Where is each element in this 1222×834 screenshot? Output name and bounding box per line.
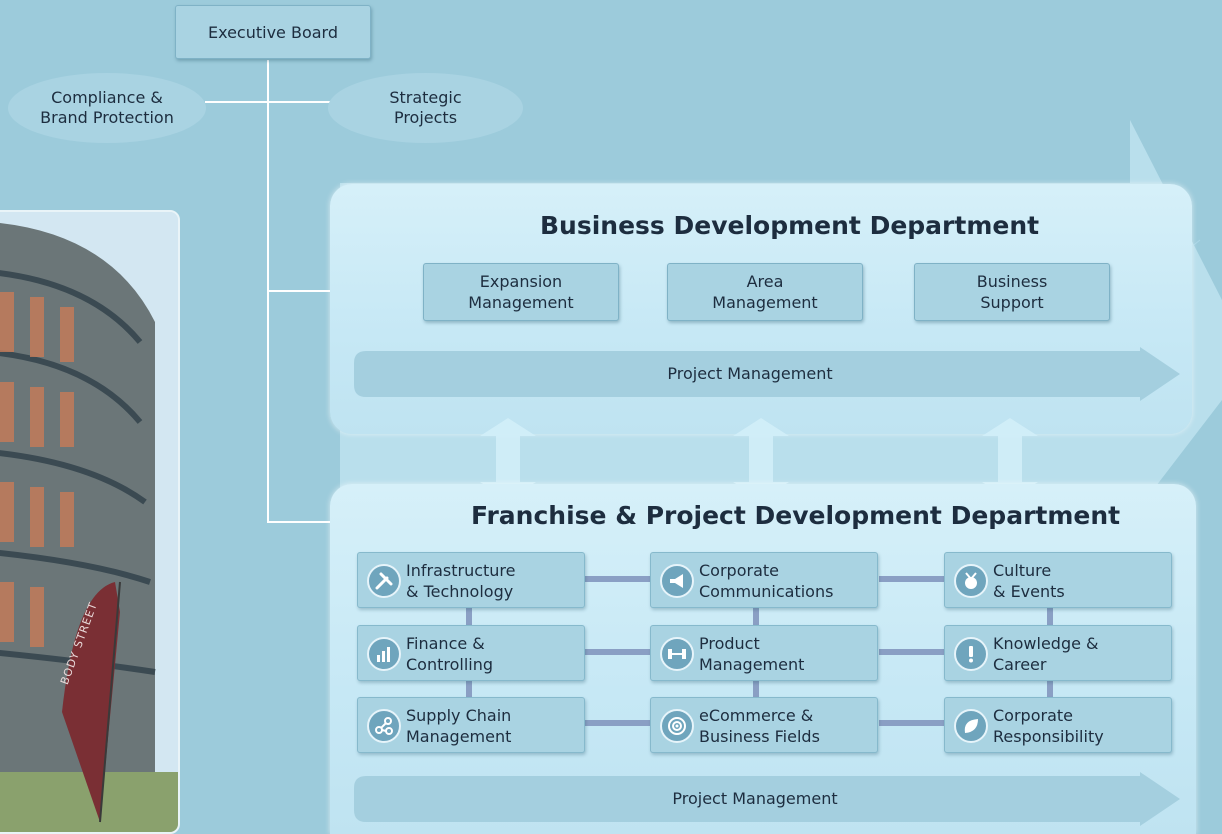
strategic-line-1: Strategic [389, 88, 462, 107]
unit-infrastructure-technology: Infrastructure& Technology [357, 552, 585, 608]
bdd-unit-label: Management [712, 293, 818, 312]
target-icon [660, 709, 694, 743]
unit-finance-controlling: Finance &Controlling [357, 625, 585, 681]
bdd-unit-label: Management [468, 293, 574, 312]
grid-connector [753, 606, 759, 626]
grid-connector [753, 679, 759, 699]
grid-connector [585, 576, 651, 582]
bdd-unit-label: Business [976, 272, 1048, 291]
bdd-unit-label: Expansion [479, 272, 563, 291]
bdd-project-management-label: Project Management [667, 364, 833, 383]
dept-link-arrows [480, 418, 1038, 500]
grid-connector [585, 649, 651, 655]
grid-connector [879, 720, 945, 726]
unit-label: Culture& Events [993, 561, 1065, 601]
compliance-oval: Compliance &Brand Protection [8, 73, 206, 143]
bdd-project-management-arrow [354, 347, 1180, 401]
grid-connector [879, 576, 945, 582]
unit-label: Finance &Controlling [406, 634, 494, 674]
fpdd-project-management-arrow [354, 772, 1180, 826]
executive-board-box: Executive Board [175, 5, 371, 59]
org-line-bdd [267, 290, 330, 292]
megaphone-icon [660, 564, 694, 598]
bar-chart-icon [367, 637, 401, 671]
fpdd-project-management-label: Project Management [672, 789, 838, 808]
tools-icon [367, 564, 401, 598]
unit-ecommerce-business-fields: eCommerce &Business Fields [650, 697, 878, 753]
unit-label: Infrastructure& Technology [406, 561, 516, 601]
medal-icon [954, 564, 988, 598]
unit-label: Knowledge &Career [993, 634, 1099, 674]
network-icon [367, 709, 401, 743]
leaf-icon [954, 709, 988, 743]
grid-connector [585, 720, 651, 726]
grid-connector [1047, 606, 1053, 626]
building-illustration [0, 212, 178, 832]
unit-label: eCommerce &Business Fields [699, 706, 820, 746]
org-line-compliance [205, 101, 330, 103]
compliance-line-1: Compliance & [51, 88, 163, 107]
unit-culture-events: Culture& Events [944, 552, 1172, 608]
grid-connector [1047, 679, 1053, 699]
grid-connector [466, 606, 472, 626]
executive-board-label: Executive Board [207, 22, 338, 42]
unit-knowledge-career: Knowledge &Career [944, 625, 1172, 681]
exclamation-icon [954, 637, 988, 671]
bdd-unit-label: Area [746, 272, 784, 291]
dumbbell-icon [660, 637, 694, 671]
org-line-fpdd [267, 521, 330, 523]
fpdd-title: Franchise & Project Development Departme… [471, 501, 1121, 530]
grid-connector [466, 679, 472, 699]
bdd-unit-label: Support [980, 293, 1044, 312]
strategic-line-2: Projects [393, 108, 458, 127]
compliance-line-2: Brand Protection [40, 108, 174, 127]
grid-connector [879, 649, 945, 655]
headquarters-photo: BODY STREET [0, 210, 180, 834]
bdd-title: Business Development Department [540, 211, 1040, 240]
